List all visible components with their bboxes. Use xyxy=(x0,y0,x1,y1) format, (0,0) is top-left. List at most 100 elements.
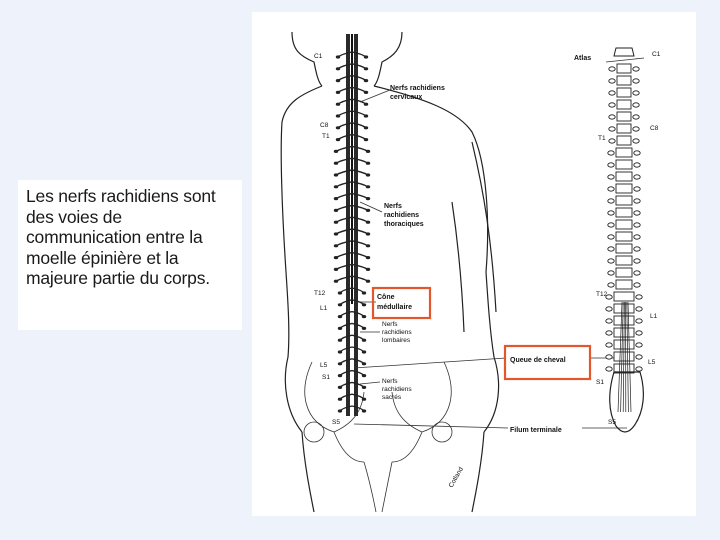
vertebral-process xyxy=(608,78,616,84)
vertebral-process xyxy=(608,126,616,132)
nerve-ganglion xyxy=(333,149,339,153)
vertebral-process xyxy=(633,270,641,276)
vertebral-process xyxy=(607,270,615,276)
nerve-ganglion xyxy=(337,326,343,330)
spinal-nerves-illustration: C1 C8 T1 T12 L1 L5 S1 S5 Nerfs rachidien… xyxy=(280,31,661,513)
vertebral-process xyxy=(633,258,641,264)
nerve-ganglion xyxy=(363,90,369,94)
vertebral-process xyxy=(607,174,615,180)
vertebral-process xyxy=(608,66,616,72)
vertebra xyxy=(615,147,633,158)
vertebral-process xyxy=(605,342,613,348)
vertebra xyxy=(616,135,632,146)
vertebral-process xyxy=(608,90,616,96)
label-sacral-1: Nerfs xyxy=(382,378,398,385)
label-thoracic-3: thoraciques xyxy=(384,221,424,228)
cauda-highlight-box xyxy=(503,344,592,381)
nerve-ganglion xyxy=(365,267,371,271)
label-s1-right: S1 xyxy=(596,379,604,386)
label-s5-left: S5 xyxy=(332,419,340,426)
nerve-ganglion xyxy=(337,315,343,319)
nerve-ganglion xyxy=(363,126,369,130)
nerve-ganglion xyxy=(333,208,339,212)
nerve-ganglion xyxy=(361,303,367,307)
vertebral-process xyxy=(605,354,613,360)
label-s5-right: S5 xyxy=(608,419,616,426)
nerve-ganglion xyxy=(337,338,343,342)
nerve-ganglion xyxy=(333,244,339,248)
vertebral-process xyxy=(632,126,640,132)
nerve-ganglion xyxy=(365,185,371,189)
nerve-ganglion xyxy=(365,244,371,248)
label-lumbar-3: lombaires xyxy=(382,337,411,344)
vertebral-process xyxy=(607,198,615,204)
nerve-ganglion xyxy=(337,291,343,295)
nerve-ganglion xyxy=(335,126,341,130)
vertebra xyxy=(616,63,632,74)
nerve-ganglion xyxy=(333,256,339,260)
vertebra xyxy=(616,75,632,86)
nerve-ganglion xyxy=(335,90,341,94)
vertebra xyxy=(616,123,632,134)
vertebral-process xyxy=(607,234,615,240)
vertebral-process xyxy=(635,366,643,372)
cauda-strand xyxy=(622,301,625,413)
label-filum: Filum terminale xyxy=(510,427,562,434)
nerve-ganglion xyxy=(363,79,369,83)
vertebra xyxy=(613,291,635,302)
cauda-strand xyxy=(627,301,632,413)
vertebral-process xyxy=(633,246,641,252)
vertebral-process xyxy=(607,186,615,192)
nerve-ganglion xyxy=(335,138,341,142)
vertebral-process xyxy=(632,78,640,84)
vertebra xyxy=(616,99,632,110)
vertebral-process xyxy=(633,210,641,216)
label-thoracic-2: rachidiens xyxy=(384,212,419,219)
label-lumbar-1: Nerfs xyxy=(382,321,398,328)
vertebral-process xyxy=(605,330,613,336)
cauda-strand xyxy=(626,301,629,413)
vertebral-process xyxy=(633,174,641,180)
vertebral-process xyxy=(632,114,640,120)
vertebral-process xyxy=(607,162,615,168)
label-l5-right: L5 xyxy=(648,359,656,366)
vertebral-process xyxy=(635,330,643,336)
label-cervical-1: Nerfs rachidiens xyxy=(390,85,445,92)
label-cone-2: médullaire xyxy=(377,304,412,311)
vertebral-process xyxy=(632,90,640,96)
nerve-ganglion xyxy=(335,67,341,71)
vertebral-process xyxy=(632,102,640,108)
vertebral-process xyxy=(632,66,640,72)
vertebral-process xyxy=(607,222,615,228)
vertebra xyxy=(616,87,632,98)
vertebral-process xyxy=(605,318,613,324)
nerve-ganglion xyxy=(361,385,367,389)
spinal-nerves-figure: C1 C8 T1 T12 L1 L5 S1 S5 Nerfs rachidien… xyxy=(252,12,696,516)
label-sacral-2: rachidiens xyxy=(382,386,412,393)
nerve-ganglion xyxy=(361,315,367,319)
nerve-ganglion xyxy=(333,161,339,165)
nerve-ganglion xyxy=(361,350,367,354)
right-spinal-column xyxy=(605,47,645,433)
vertebra xyxy=(615,195,633,206)
cauda-strand xyxy=(617,301,623,413)
nerve-ganglion xyxy=(361,374,367,378)
vertebral-process xyxy=(633,222,641,228)
nerve-ganglion xyxy=(365,232,371,236)
label-sacral-3: sacrés xyxy=(382,394,402,401)
vertebral-process xyxy=(607,246,615,252)
nerve-ganglion xyxy=(363,55,369,59)
vertebral-process xyxy=(608,114,616,120)
nerve-ganglion xyxy=(365,220,371,224)
nerve-ganglion xyxy=(333,279,339,283)
label-l1-right: L1 xyxy=(650,313,658,320)
label-c1-right: C1 xyxy=(652,51,661,58)
vertebral-process xyxy=(607,150,615,156)
cauda-strand xyxy=(620,301,624,413)
vertebral-process xyxy=(632,138,640,144)
nerve-ganglion xyxy=(335,102,341,106)
vertebral-process xyxy=(605,366,613,372)
vertebral-process xyxy=(633,150,641,156)
vertebral-process xyxy=(608,102,616,108)
nerve-ganglion xyxy=(365,279,371,283)
